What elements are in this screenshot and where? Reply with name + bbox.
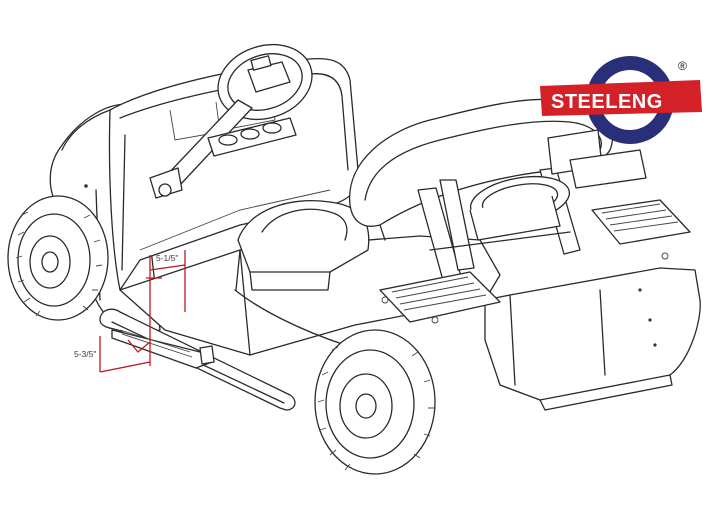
bag-holder <box>469 149 647 241</box>
logo-banner <box>540 80 702 116</box>
rear-body <box>484 267 701 411</box>
seat-base <box>237 200 370 291</box>
rear-step-left <box>379 271 501 324</box>
steeleng-logo: STEELENG ® <box>540 56 702 144</box>
rear-wheel <box>314 329 436 475</box>
logo-text: STEELENG <box>551 91 663 113</box>
dimension-step-depth <box>99 322 151 373</box>
front-wheel <box>7 195 109 321</box>
rear-step-right <box>591 199 691 260</box>
step-depth-label: 5-3/5" <box>74 349 96 359</box>
seat-back <box>349 98 614 241</box>
cup-holder-tray <box>207 117 297 157</box>
step-height-label: 5-1/5" <box>156 253 178 263</box>
dimension-step-height <box>146 250 186 322</box>
registered-mark: ® <box>678 59 687 73</box>
side-step-bar <box>99 308 296 411</box>
